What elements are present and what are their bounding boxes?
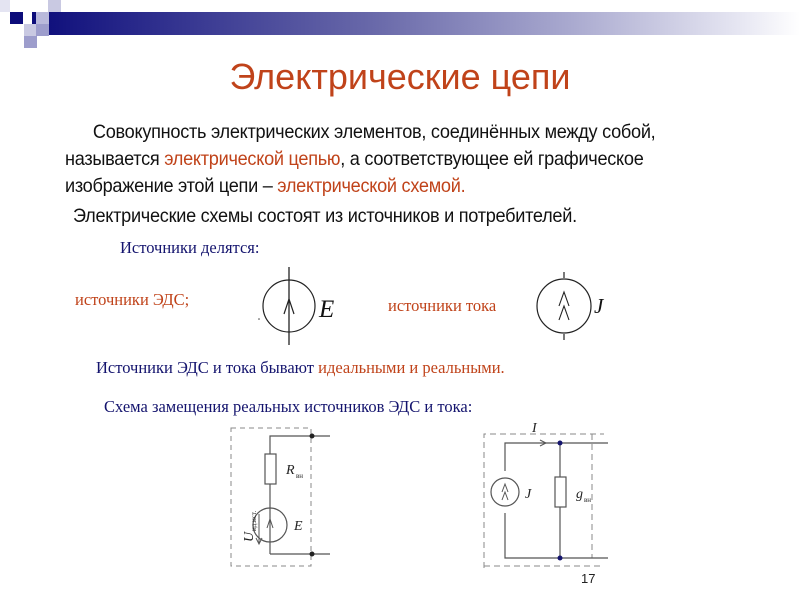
resistor-subscript: вн	[296, 472, 303, 480]
term-electric-circuit: электрической цепью	[164, 148, 341, 170]
current-source-symbol-icon: J	[536, 272, 605, 340]
decor-square	[48, 0, 61, 12]
decor-square	[24, 36, 37, 48]
decor-square	[24, 24, 37, 36]
intro-text-1: Совокупность электрических элементов, со…	[65, 121, 656, 170]
decor-square	[36, 24, 49, 36]
emf-symbol-label: E	[318, 296, 334, 323]
intro-paragraph: Совокупность электрических элементов, со…	[65, 119, 707, 200]
decor-square	[36, 12, 49, 24]
equivalent-heading: Схема замещения реальных источников ЭДС …	[104, 397, 473, 416]
current-source-label: источники тока	[388, 296, 497, 315]
emf-source-label-diagram: E	[293, 519, 303, 534]
kinds-highlight: идеальными и реальными.	[318, 358, 505, 377]
voltage-label: U	[242, 531, 257, 542]
emf-source-symbol-icon: E	[258, 267, 334, 345]
decor-square	[0, 0, 10, 12]
page-number: 17	[581, 571, 596, 586]
emf-equivalent-circuit-diagram: R вн E U ид.ист.	[230, 427, 330, 567]
emf-source-label: источники ЭДС;	[75, 290, 190, 309]
intro-text-2: , а соответствующее ей графическое изобр…	[65, 148, 644, 197]
statement-text: Электрические схемы состоят из источнико…	[73, 205, 577, 227]
voltage-subscript: ид.ист.	[250, 511, 258, 531]
sources-heading: Источники делятся:	[120, 238, 260, 257]
conductance-label: g	[576, 487, 583, 502]
decor-square	[10, 12, 23, 24]
term-electric-scheme: электрической схемой.	[277, 175, 466, 197]
current-label: I	[531, 421, 538, 436]
current-symbol-label: J	[594, 294, 605, 318]
conductance-subscript: вн	[584, 496, 591, 504]
kinds-prefix: Источники ЭДС и тока бывают	[96, 358, 319, 377]
resistor-label: R	[285, 463, 295, 478]
current-source-label-diagram: J	[525, 487, 532, 502]
current-equivalent-circuit-diagram: I J g вн	[483, 421, 608, 568]
source-kinds-text: Источники ЭДС и тока бывают идеальными и…	[96, 358, 505, 378]
slide-title: Электрические цепи	[229, 56, 571, 97]
header-gradient-bar	[32, 12, 800, 35]
